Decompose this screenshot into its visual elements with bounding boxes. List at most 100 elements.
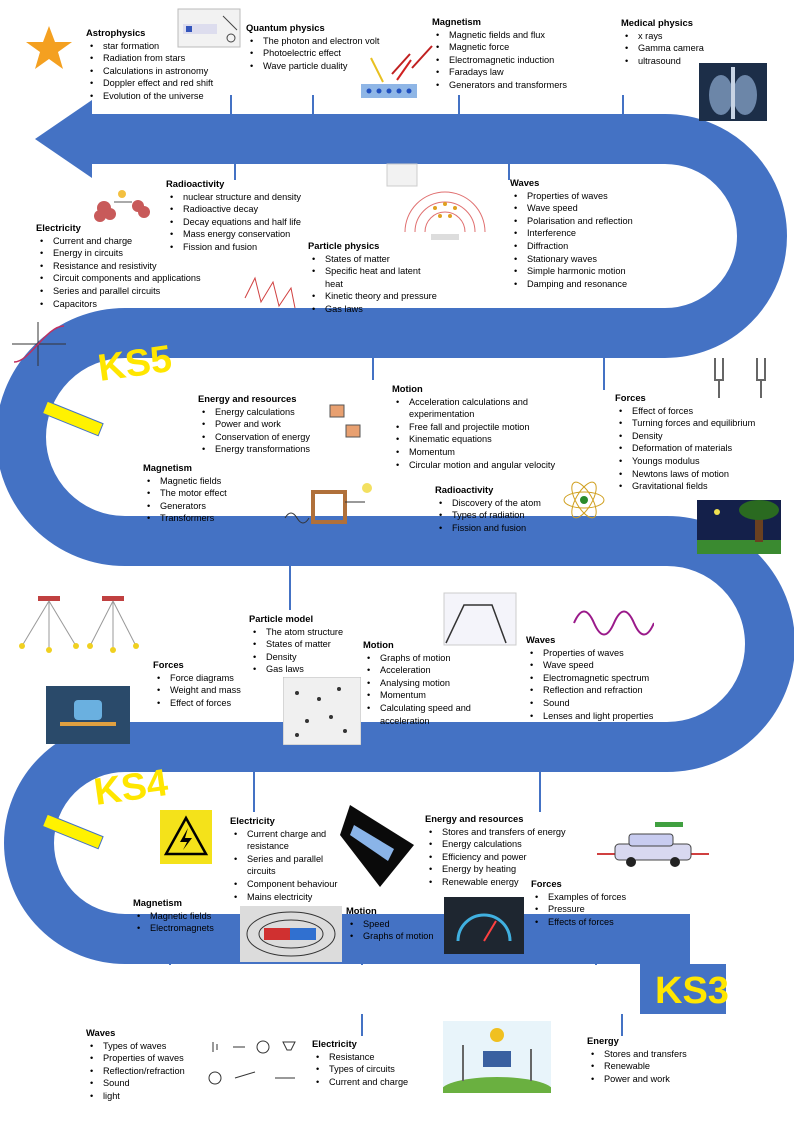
- topic-item: Mains electricity: [234, 891, 352, 904]
- ks4-marker: [41, 813, 104, 850]
- distance-time-graph-image: [443, 592, 517, 646]
- topic-medical-physics: Medical physics x rays Gamma camera ultr…: [621, 17, 731, 67]
- topic-item: light: [90, 1090, 206, 1103]
- topic-item: Weight and mass: [157, 684, 263, 697]
- topic-magnetism-ks3: Magnetism Magnetic fields Electromagnets: [133, 897, 243, 935]
- gas-particles-image: [283, 677, 361, 745]
- topic-item: Renewable: [591, 1060, 707, 1073]
- star-icon: [26, 26, 72, 69]
- topic-item: Efficiency and power: [429, 851, 585, 864]
- topic-item: Kinematic equations: [396, 433, 560, 446]
- topic-item: Specific heat and latent heat: [312, 265, 437, 290]
- ks3-label: KS3: [655, 970, 729, 1012]
- high-voltage-sign-image: [160, 810, 212, 864]
- topic-item: Calculating speed and acceleration: [367, 702, 484, 727]
- topic-item: star formation: [90, 40, 234, 53]
- topic-item: Graphs of motion: [350, 930, 456, 943]
- topic-item: Reflection and refraction: [530, 684, 686, 697]
- circuit-symbols-image: [208, 1040, 296, 1085]
- topic-item: Types of radiation: [439, 509, 565, 522]
- topic-title: Waves: [526, 634, 556, 645]
- speedometer-image: [444, 897, 524, 954]
- topic-item: Energy calculations: [429, 838, 585, 851]
- topic-item: Component behaviour: [234, 878, 352, 891]
- topic-item: Electromagnets: [137, 922, 243, 935]
- topic-item: Graphs of motion: [367, 652, 493, 665]
- topic-item: Acceleration: [367, 664, 493, 677]
- topic-item: Generators: [147, 500, 263, 513]
- road-arrow-head: [35, 100, 92, 178]
- topic-item: Damping and resonance: [514, 278, 660, 291]
- wave-image: [573, 610, 654, 636]
- topic-item: Types of waves: [90, 1040, 206, 1053]
- topic-title: Electricity: [36, 222, 81, 233]
- energy-transfer-image: [340, 805, 414, 887]
- topic-item: Renewable energy: [429, 876, 585, 889]
- topic-title: Radioactivity: [166, 178, 225, 189]
- topic-quantum-physics: Quantum physics The photon and electron …: [246, 22, 406, 72]
- topic-item: Types of circuits: [316, 1063, 427, 1076]
- topic-item: Current and charge: [40, 235, 226, 248]
- topic-motion-ks4b: Motion Graphs of motion Acceleration Ana…: [363, 639, 493, 727]
- topic-item: Gamma camera: [625, 42, 731, 55]
- topic-item: Newtons laws of motion: [619, 468, 780, 481]
- topic-item: Examples of forces: [535, 891, 651, 904]
- topic-item: Magnetic force: [436, 41, 592, 54]
- topic-forces-ks4b: Forces Force diagrams Weight and mass Ef…: [153, 659, 263, 709]
- topic-item: Electromagnetic spectrum: [530, 672, 686, 685]
- topic-item: The motor effect: [147, 487, 263, 500]
- topic-item: Properties of waves: [514, 190, 660, 203]
- topic-item: Radiation from stars: [90, 52, 234, 65]
- topic-item: States of matter: [312, 253, 458, 266]
- bar-magnet-field-image: [240, 906, 342, 962]
- topic-item: Magnetic fields: [137, 910, 243, 923]
- topic-radioactivity-ks4: Radioactivity Discovery of the atom Type…: [435, 484, 565, 534]
- topic-item: The photon and electron volt: [250, 35, 406, 48]
- topic-item: Capacitors: [40, 298, 226, 311]
- topic-item: Energy by heating: [429, 863, 585, 876]
- topic-title: Motion: [363, 639, 394, 650]
- topic-item: Resistance: [316, 1051, 427, 1064]
- topic-magnetism-ks5: Magnetism Magnetic fields and flux Magne…: [432, 16, 592, 92]
- topic-item: Series and parallel circuits: [40, 285, 226, 298]
- ks5-marker: [41, 400, 104, 437]
- topic-item: Properties of waves: [530, 647, 686, 660]
- topic-item: Properties of waves: [90, 1052, 206, 1065]
- topic-item: Circuit components and applications: [40, 272, 226, 285]
- nucleus-image: [94, 190, 150, 222]
- topic-item: Wave speed: [530, 659, 686, 672]
- topic-item: Kinetic theory and pressure: [312, 290, 458, 303]
- topic-motion-ks4a: Motion Acceleration calculations and exp…: [392, 383, 560, 471]
- topic-item: Generators and transformers: [436, 79, 592, 92]
- topic-energy-resources-ks3: Energy and resources Stores and transfer…: [425, 813, 585, 889]
- topic-title: Magnetism: [143, 462, 192, 473]
- topic-item: Interference: [514, 227, 660, 240]
- topic-item: Magnetic fields and flux: [436, 29, 592, 42]
- topic-item: Speed: [350, 918, 456, 931]
- topic-item: Effect of forces: [157, 697, 263, 710]
- topic-item: Force diagrams: [157, 672, 263, 685]
- topic-electricity-ks2: Electricity Resistance Types of circuits…: [312, 1038, 427, 1088]
- topic-item: Gas laws: [312, 303, 458, 316]
- topic-item: Density: [619, 430, 780, 443]
- topic-title: Magnetism: [432, 16, 481, 27]
- topic-item: Turning forces and equilibrium: [619, 417, 780, 430]
- topic-item: Discovery of the atom: [439, 497, 565, 510]
- topic-item: Current charge and resistance: [234, 828, 339, 853]
- topic-item: Series and parallel circuits: [234, 853, 339, 878]
- topic-item: Faradays law: [436, 66, 592, 79]
- topic-title: Magnetism: [133, 897, 182, 908]
- topic-item: Gas laws: [253, 663, 369, 676]
- topic-title: Particle physics: [308, 240, 380, 251]
- topic-item: Diffraction: [514, 240, 660, 253]
- transformer-image: [284, 483, 372, 524]
- topic-title: Electricity: [312, 1038, 357, 1049]
- topic-item: Power and work: [591, 1073, 707, 1086]
- topic-item: Youngs modulus: [619, 455, 780, 468]
- topic-motion-ks3: Motion Speed Graphs of motion: [346, 905, 456, 943]
- topic-energy-ks2: Energy Stores and transfers Renewable Po…: [587, 1035, 707, 1085]
- topic-item: Gravitational fields: [619, 480, 780, 493]
- topic-particle-physics: Particle physics States of matter Specif…: [308, 240, 458, 316]
- topic-item: The atom structure: [253, 626, 369, 639]
- topic-forces-ks3: Forces Examples of forces Pressure Effec…: [531, 878, 651, 928]
